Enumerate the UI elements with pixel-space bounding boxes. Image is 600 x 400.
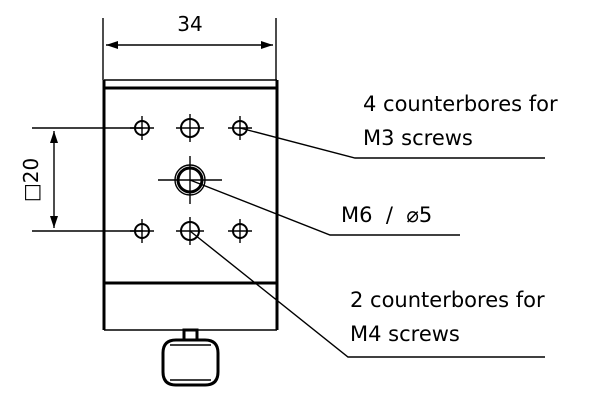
m3-counterbore-hole xyxy=(228,219,252,243)
hole-pattern xyxy=(130,114,252,245)
m6-callout: M6 / ⌀5 xyxy=(341,203,432,227)
m4-callout-line2: M4 screws xyxy=(350,322,460,346)
m3-leader-line xyxy=(239,127,545,159)
block-face xyxy=(102,86,279,285)
width-dimension-label: 34 xyxy=(177,12,202,36)
m3-counterbore-hole xyxy=(130,116,154,140)
m4-callout-line1: 2 counterbores for xyxy=(350,288,545,312)
knob xyxy=(161,328,220,387)
m3-callout-line2: M3 screws xyxy=(363,126,473,150)
leader-lines xyxy=(189,127,545,358)
m4-counterbore-hole xyxy=(176,114,204,142)
m4-leader-line xyxy=(189,230,545,358)
square-dimension-label: □20 xyxy=(19,158,43,202)
width-dimension: 34 xyxy=(102,12,277,80)
m3-counterbore-hole xyxy=(228,116,252,140)
knob-head xyxy=(161,338,220,387)
square-dimension: □20 xyxy=(19,127,143,232)
m3-callout-line1: 4 counterbores for xyxy=(363,92,558,116)
m6-leader-line xyxy=(189,179,460,236)
m3-counterbore-hole xyxy=(130,219,154,243)
